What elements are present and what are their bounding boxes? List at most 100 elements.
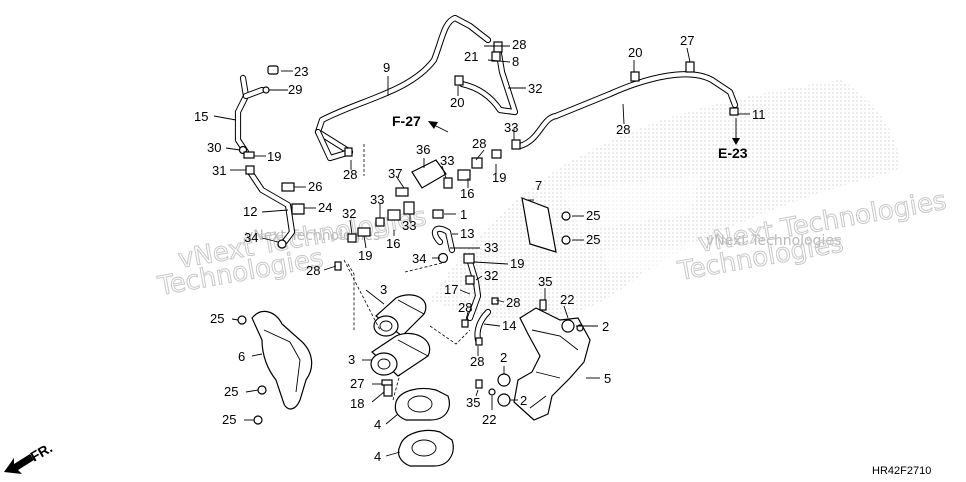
callout-28e: 33 <box>504 120 518 135</box>
callout-31: 31 <box>212 163 226 178</box>
part-25-bolt-e <box>561 235 571 245</box>
reference-f27: F-27 <box>392 113 449 133</box>
part-29-washer <box>262 86 270 94</box>
callout-15: 15 <box>194 109 208 124</box>
callout-5: 5 <box>604 371 611 386</box>
part-28-clip-c <box>511 139 521 150</box>
callout-25e: 25 <box>222 412 236 427</box>
part-26-clamp <box>281 182 295 192</box>
callout-25a: 25 <box>586 208 600 223</box>
pipe-11 <box>516 61 739 150</box>
part-32-clip-a <box>454 75 464 86</box>
callout-18: 18 <box>350 396 364 411</box>
callout-33c: 33 <box>370 192 384 207</box>
part-25-bolt-d <box>561 211 571 221</box>
part-24-clamp <box>291 203 305 215</box>
part-32-clip-b <box>465 275 475 285</box>
callout-11: 28 <box>616 122 630 137</box>
part-19-joint-a <box>243 151 255 159</box>
part-18-bolt <box>383 383 393 397</box>
part-32-joint <box>347 233 357 243</box>
front-arrow: FR. <box>4 439 55 474</box>
callout-12: 12 <box>243 204 257 219</box>
hose-17 <box>466 258 482 322</box>
part-27-clip-a <box>729 107 739 116</box>
part-2-grommet-a <box>561 319 575 333</box>
part-28-clip-e <box>461 319 469 328</box>
front-arrow-icon <box>4 454 34 474</box>
part-19-joint-d <box>463 253 475 264</box>
part-23-clip <box>267 65 279 75</box>
part-22-nut-a <box>576 324 584 332</box>
part-25-bolt-b <box>257 385 267 395</box>
callout-33e: 33 <box>484 240 498 255</box>
callout-25b: 25 <box>586 232 600 247</box>
hose-13 <box>431 225 456 254</box>
callout-3b: 3 <box>348 352 355 367</box>
part-25-bolt-c <box>253 415 263 425</box>
part-31-joint <box>245 165 255 175</box>
callout-33d: 33 <box>402 218 416 233</box>
callout-28g: 28 <box>458 300 472 315</box>
callout-25d: 25 <box>224 384 238 399</box>
callout-28d: 8 <box>512 54 519 69</box>
callout-23: 23 <box>294 64 308 79</box>
callout-6: 6 <box>238 349 245 364</box>
part-2-grommet-b <box>497 373 511 387</box>
callout-4a: 4 <box>374 417 381 432</box>
part-25-bolt-a <box>237 315 247 325</box>
callout-2a: 2 <box>602 319 609 334</box>
callout-16b: 16 <box>386 236 400 251</box>
callout-8: 32 <box>528 81 542 96</box>
callout-32c: 32 <box>484 268 498 283</box>
callout-14: 14 <box>502 318 516 333</box>
callout-33b: 33 <box>440 153 454 168</box>
callout-19: 19 <box>267 149 281 164</box>
part-35-bolt-a <box>475 379 483 389</box>
diagram-code: HR42F2710 <box>872 465 931 477</box>
callout-20b: 27 <box>680 33 694 48</box>
canister-lower <box>370 332 431 377</box>
callout-33a: 28 <box>472 136 486 151</box>
callout-34b: 34 <box>412 251 426 266</box>
bracket-5 <box>475 299 591 421</box>
callout-19b: 19 <box>492 170 506 185</box>
callout-leaders <box>213 45 750 457</box>
part-19-joint-b <box>491 149 502 159</box>
part-22-nut-b <box>488 388 496 396</box>
callout-1: 1 <box>460 207 467 222</box>
part-28-clip-d <box>491 297 499 305</box>
callout-32b: 32 <box>342 206 356 221</box>
ref-e23-label: E-23 <box>718 145 748 161</box>
callout-4b: 4 <box>374 449 381 464</box>
callout-26: 26 <box>308 179 322 194</box>
callout-17: 17 <box>444 282 458 297</box>
callout-28h: 28 <box>470 354 484 369</box>
heat-shield-6 <box>237 310 313 425</box>
canister-upper <box>373 294 427 337</box>
part-36-valve <box>411 159 447 189</box>
reference-e23: E-23 <box>718 118 748 161</box>
callout-13: 13 <box>460 226 474 241</box>
part-27-clip-b <box>381 379 393 386</box>
pipe-15 <box>234 74 266 156</box>
callout-28: 28 <box>306 263 320 278</box>
callout-29: 29 <box>288 82 302 97</box>
callout-22a: 22 <box>560 292 574 307</box>
callout-19c: 19 <box>358 248 372 263</box>
leader-lines <box>343 144 471 401</box>
part-28-clip-b <box>344 147 353 157</box>
part-21-joint <box>491 51 501 62</box>
callout-21: 21 <box>464 49 478 64</box>
callout-28b: 28 <box>343 167 357 182</box>
callout-37: 37 <box>388 166 402 181</box>
fittings <box>238 51 739 346</box>
callout-7: 7 <box>535 178 542 193</box>
part-2-grommet-c <box>497 393 511 407</box>
callout-25c: 25 <box>210 311 224 326</box>
background-wing-logo <box>430 80 900 322</box>
callout-16a: 16 <box>460 186 474 201</box>
callout-35b: 35 <box>466 395 480 410</box>
